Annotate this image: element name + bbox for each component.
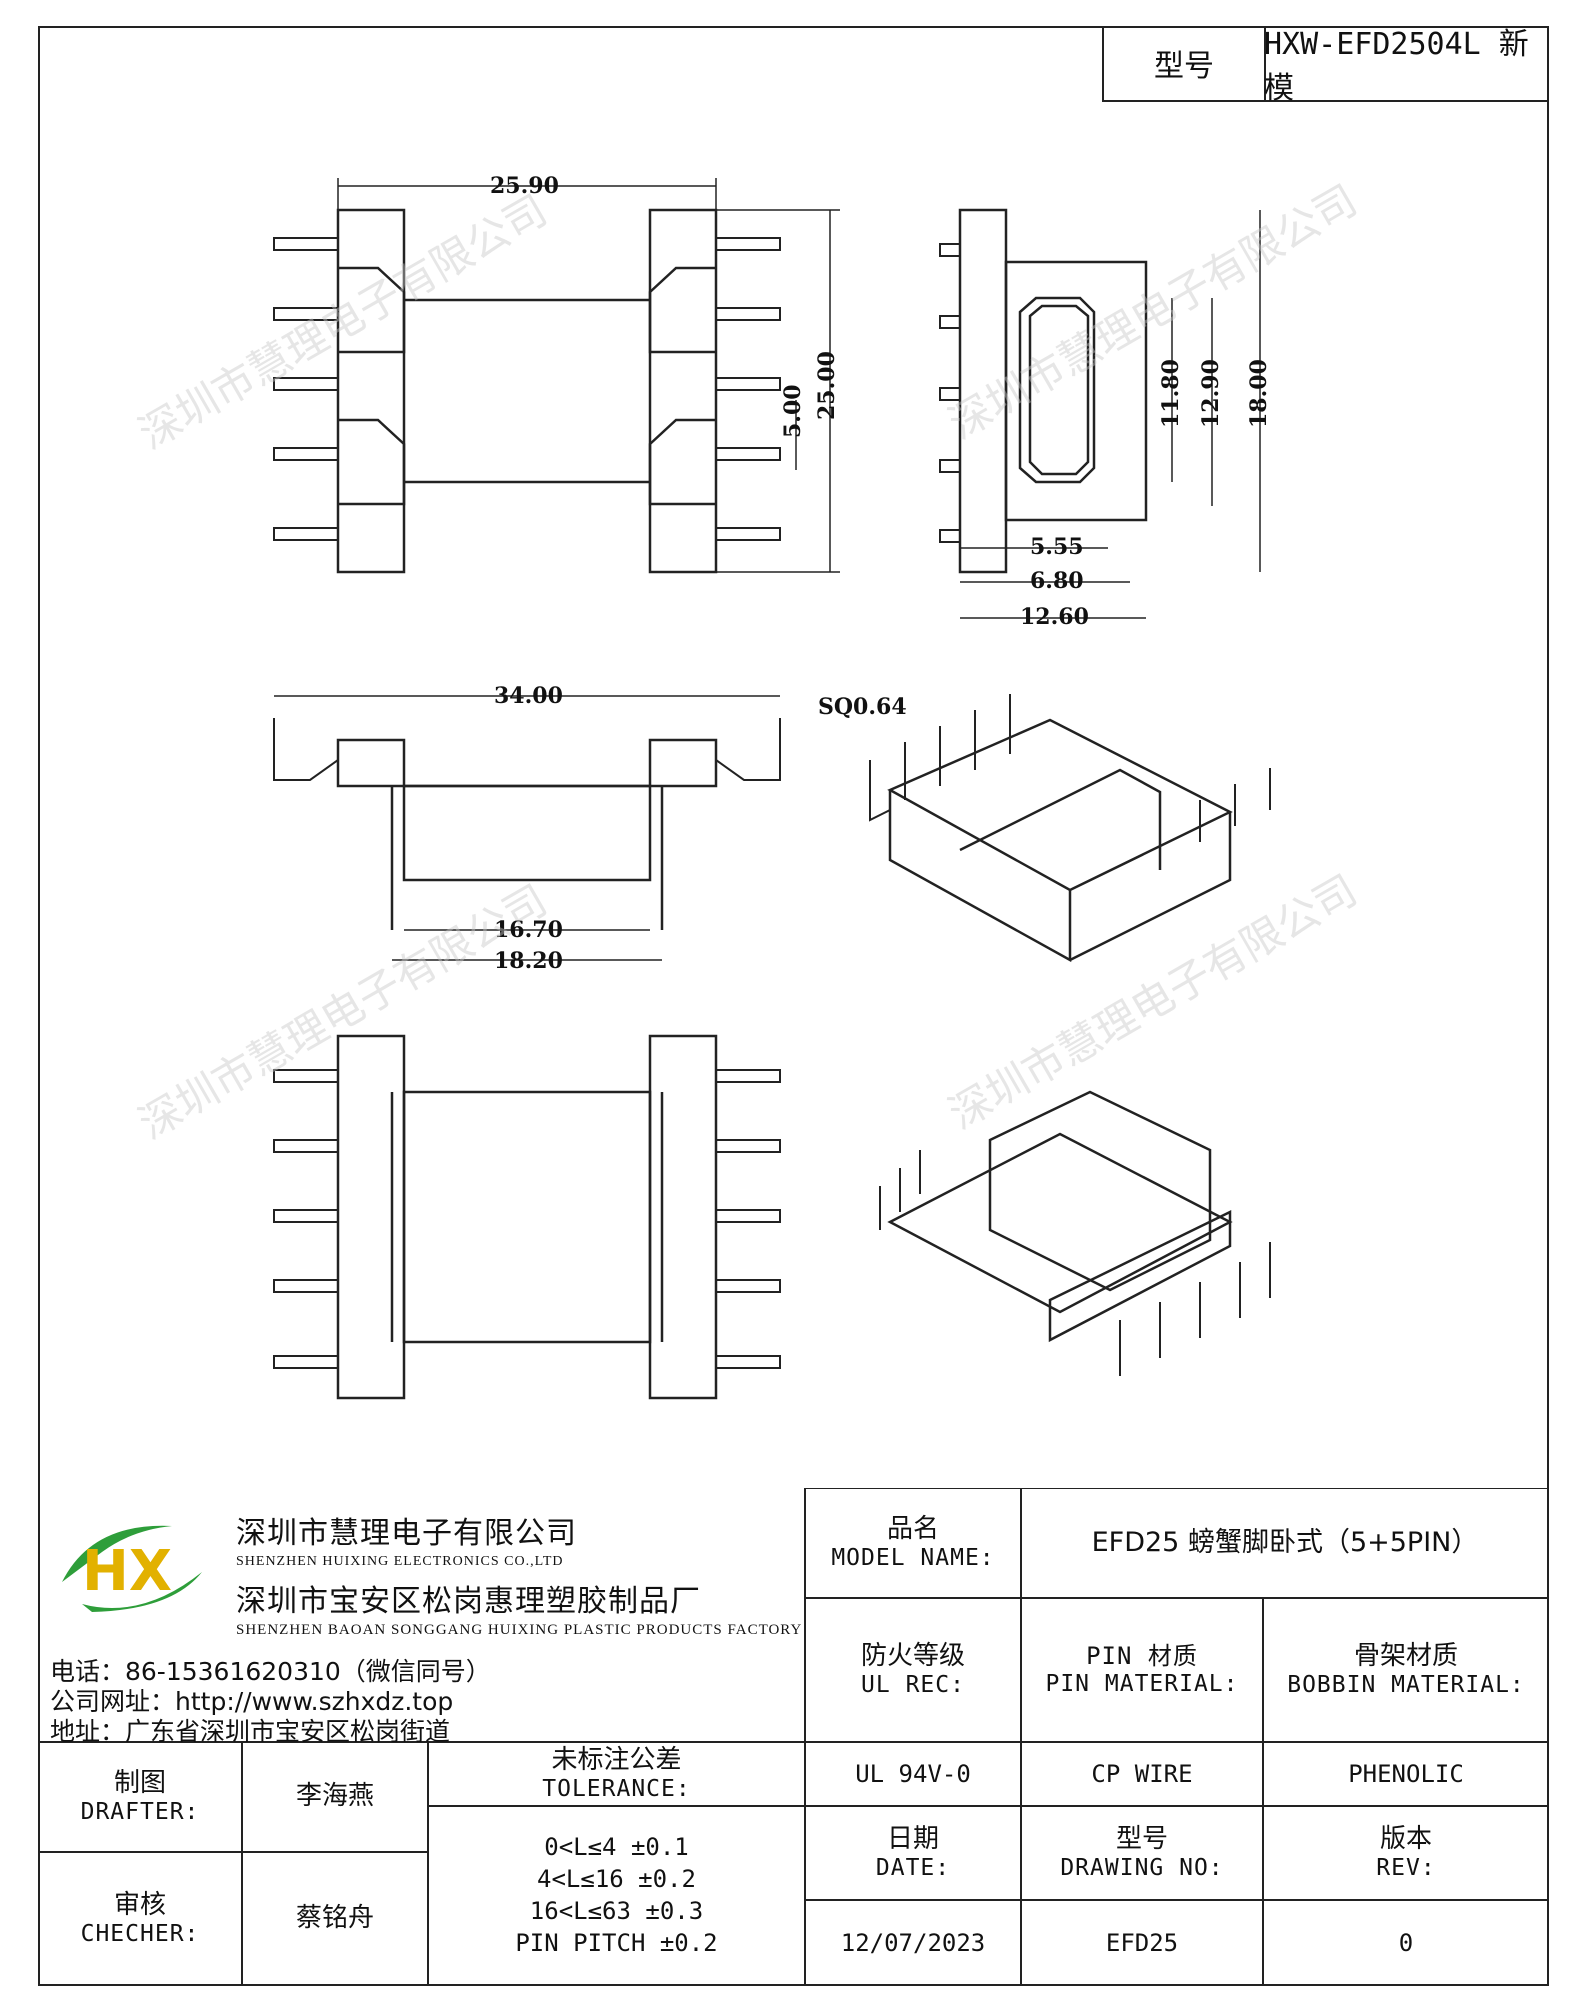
company-logo: HX bbox=[62, 1525, 202, 1612]
dim-top-width: 25.90 bbox=[490, 173, 559, 199]
iso-view-1 bbox=[869, 694, 1271, 963]
factory-name-en: SHENZHEN BAOAN SONGGANG HUIXING PLASTIC … bbox=[236, 1622, 803, 1638]
watermark-2: 深圳市慧理电子有限公司 bbox=[941, 175, 1366, 448]
title-block: HX 深圳市慧理电子有限公司 SHENZHEN HUIXING ELECTRON… bbox=[38, 1488, 1549, 1986]
dim-pin-gap: 5.00 bbox=[780, 384, 806, 438]
fire-rating-value: UL 94V-0 bbox=[805, 1742, 1021, 1806]
model-name-label: 品名 MODEL NAME: bbox=[805, 1488, 1021, 1598]
dim-side-h2: 12.90 bbox=[1198, 359, 1224, 428]
dim-side-h1: 11.80 bbox=[1158, 359, 1184, 428]
model-box: 型号 HXW-EFD2504L 新模 bbox=[1102, 26, 1549, 106]
pin-material-label: PIN 材质 PIN MATERIAL: bbox=[1021, 1598, 1263, 1742]
technical-drawing: 25.90 25.00 5.00 11.80 12.90 18.00 5.55 … bbox=[131, 173, 1366, 1400]
dim-front-width: 34.00 bbox=[494, 683, 563, 709]
drawing-no-value: EFD25 bbox=[1021, 1900, 1263, 1986]
drafter-name: 李海燕 bbox=[242, 1742, 428, 1852]
company-info: HX 深圳市慧理电子有限公司 SHENZHEN HUIXING ELECTRON… bbox=[38, 1488, 805, 1746]
dim-side-w3: 12.60 bbox=[1020, 604, 1089, 630]
tolerance-table: 0<L≤4 ±0.1 4<L≤16 ±0.2 16<L≤63 ±0.3 PIN … bbox=[428, 1806, 805, 1986]
bobbin-material-label: 骨架材质 BOBBIN MATERIAL: bbox=[1263, 1598, 1549, 1742]
checker-label: 审核 CHECHER: bbox=[38, 1852, 242, 1986]
front-view: 34.00 SQ0.64 16.70 18.20 bbox=[273, 683, 907, 974]
dim-inner-w2: 18.20 bbox=[494, 948, 563, 974]
company-website: 公司网址：http://www.szhxdz.top bbox=[50, 1687, 454, 1716]
dim-inner-w1: 16.70 bbox=[494, 917, 563, 943]
rev-value: 0 bbox=[1263, 1900, 1549, 1986]
tolerance-label: 未标注公差 TOLERANCE: bbox=[428, 1742, 805, 1806]
company-name-en: SHENZHEN HUIXING ELECTRONICS CO.,LTD bbox=[236, 1554, 564, 1569]
dim-side-h3: 18.00 bbox=[1246, 359, 1272, 428]
checker-name: 蔡铭舟 bbox=[242, 1852, 428, 1986]
model-name-value: EFD25 螃蟹脚卧式（5+5PIN） bbox=[1021, 1488, 1549, 1598]
bottom-view bbox=[273, 1034, 781, 1400]
model-label: 型号 bbox=[1104, 26, 1266, 100]
bobbin-material-value: PHENOLIC bbox=[1263, 1742, 1549, 1806]
dim-pin-sq: SQ0.64 bbox=[818, 694, 907, 720]
iso-view-2 bbox=[879, 1090, 1271, 1376]
dim-side-w1: 5.55 bbox=[1030, 534, 1084, 560]
pin-material-value: CP WIRE bbox=[1021, 1742, 1263, 1806]
fire-rating-label: 防火等级 UL REC: bbox=[805, 1598, 1021, 1742]
company-address: 地址：广东省深圳市宝安区松岗街道 bbox=[50, 1717, 451, 1746]
factory-name-cn: 深圳市宝安区松岗惠理塑胶制品厂 bbox=[236, 1584, 701, 1619]
dim-side-w2: 6.80 bbox=[1030, 568, 1084, 594]
side-view: 11.80 12.90 18.00 5.55 6.80 12.60 bbox=[939, 208, 1272, 630]
dim-height-total: 25.00 bbox=[814, 351, 840, 420]
watermark-4: 深圳市慧理电子有限公司 bbox=[941, 865, 1366, 1138]
company-name-cn: 深圳市慧理电子有限公司 bbox=[236, 1516, 577, 1551]
date-value: 12/07/2023 bbox=[805, 1900, 1021, 1986]
company-phone: 电话：86-15361620310（微信同号） bbox=[50, 1657, 491, 1686]
top-view: 25.90 25.00 5.00 bbox=[273, 173, 840, 574]
watermark-3: 深圳市慧理电子有限公司 bbox=[131, 875, 556, 1148]
watermark-1: 深圳市慧理电子有限公司 bbox=[131, 185, 556, 458]
logo-text: HX bbox=[82, 1539, 172, 1604]
date-label: 日期 DATE: bbox=[805, 1806, 1021, 1900]
drafter-label: 制图 DRAFTER: bbox=[38, 1742, 242, 1852]
drawing-no-label: 型号 DRAWING NO: bbox=[1021, 1806, 1263, 1900]
rev-label: 版本 REV: bbox=[1263, 1806, 1549, 1900]
